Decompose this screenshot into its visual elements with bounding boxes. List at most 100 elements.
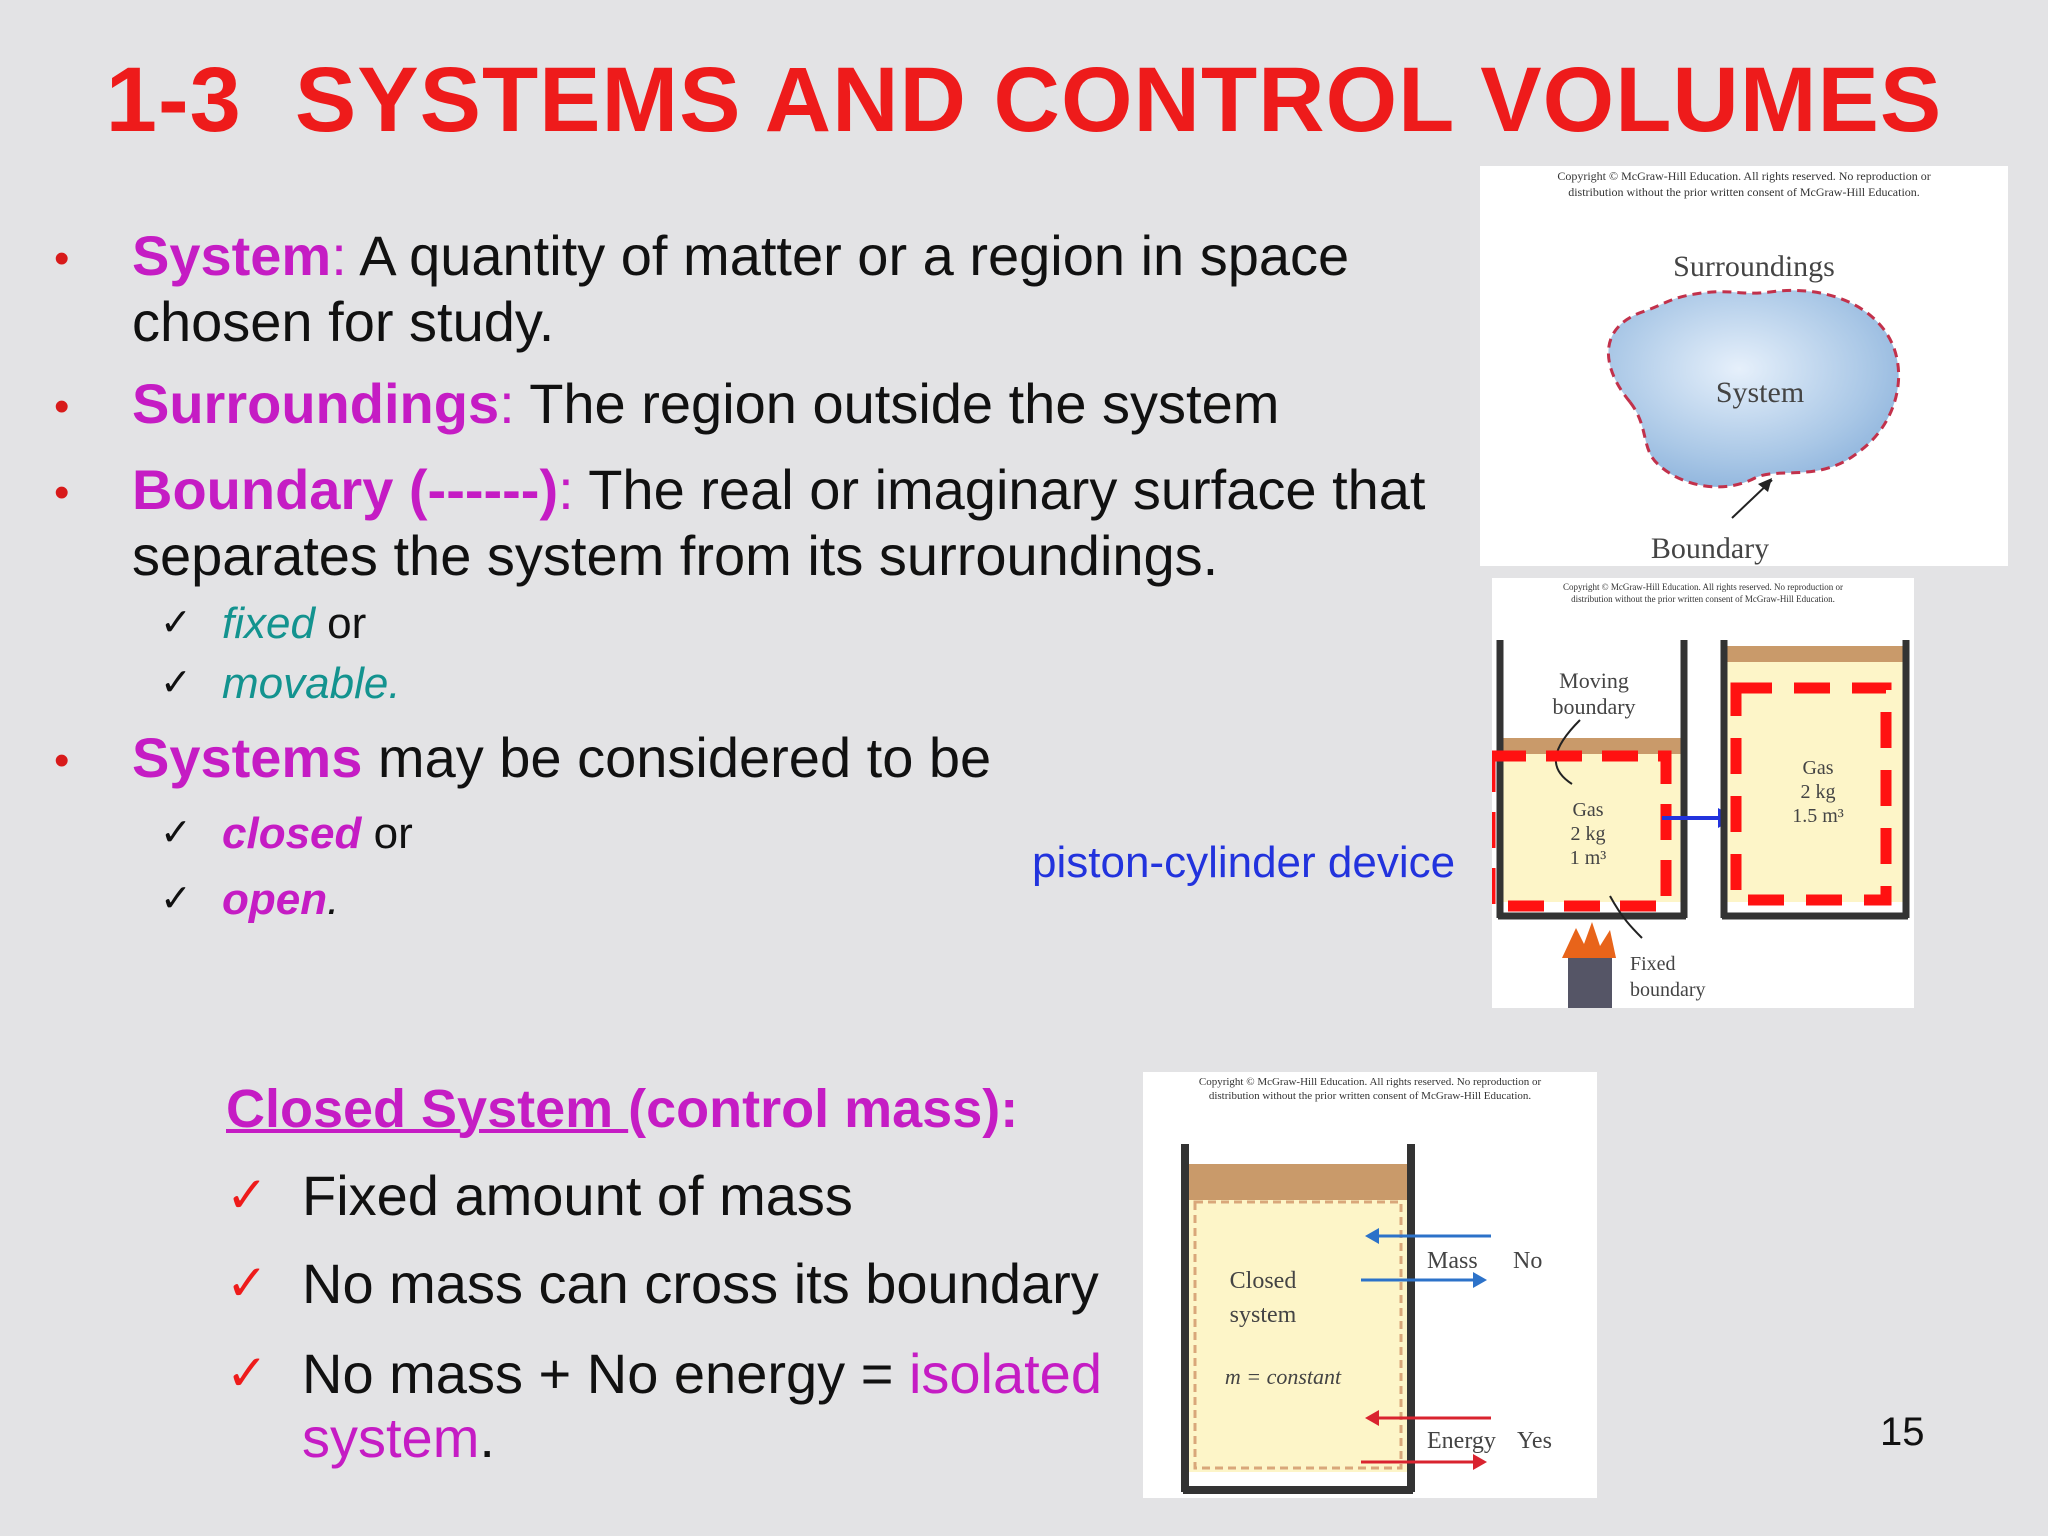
arrowhead-icon bbox=[1365, 1228, 1379, 1244]
checkmark-icon: ✓ bbox=[160, 878, 192, 920]
word-fixed: fixed bbox=[222, 599, 315, 648]
gas-volume: 1 m³ bbox=[1570, 847, 1607, 869]
closed-system-heading-rest: (control mass): bbox=[628, 1079, 1019, 1139]
checkmark-icon: ✓ bbox=[226, 1167, 268, 1223]
boundary-label: Boundary bbox=[1651, 532, 1769, 565]
word-open: open bbox=[222, 875, 328, 924]
gas-mass: 2 kg bbox=[1801, 781, 1836, 803]
moving-boundary-label: boundary bbox=[1552, 694, 1635, 719]
figure-piston-cylinder: Copyright © McGraw-Hill Education. All r… bbox=[1484, 578, 1914, 1008]
checkmark-icon: ✓ bbox=[160, 602, 192, 644]
copyright-line: Copyright © McGraw-Hill Education. All r… bbox=[1557, 169, 1930, 183]
arrowhead-icon bbox=[1473, 1272, 1487, 1288]
definition-surroundings: The region outside the system bbox=[514, 372, 1280, 435]
copyright-line: Copyright © McGraw-Hill Education. All r… bbox=[1199, 1076, 1542, 1088]
period: . bbox=[388, 659, 401, 708]
page-number: 15 bbox=[1880, 1410, 1925, 1454]
bullet-systems: Systems may be considered to be bbox=[132, 725, 991, 791]
mass-constant-label: m = constant bbox=[1225, 1364, 1342, 1389]
fixed-boundary-pointer bbox=[1609, 895, 1643, 939]
burner-icon bbox=[1568, 958, 1612, 1008]
closed-item-no-mass-cross: No mass can cross its boundary bbox=[302, 1252, 1099, 1315]
colon: : bbox=[558, 458, 574, 521]
term-surroundings: Surroundings bbox=[132, 372, 500, 435]
definition-boundary-cont: separates the system from its surroundin… bbox=[132, 524, 1219, 587]
energy-label: Energy bbox=[1427, 1428, 1496, 1454]
system-blob bbox=[1607, 288, 1901, 489]
systems-text: may be considered to be bbox=[362, 726, 992, 789]
checkmark-icon: ✓ bbox=[226, 1255, 268, 1311]
piston-cylinder-label: piston-cylinder device bbox=[1032, 838, 1456, 887]
word-or: or bbox=[314, 599, 367, 648]
system-label: System bbox=[1716, 376, 1804, 409]
isolated-pre: No mass + No energy = bbox=[302, 1342, 909, 1405]
surroundings-label: Surroundings bbox=[1673, 250, 1835, 283]
closed-piston bbox=[1187, 1164, 1409, 1200]
closed-item-fixed-mass: Fixed amount of mass bbox=[302, 1164, 853, 1227]
gas-label: Gas bbox=[1802, 757, 1833, 779]
bullet-system: System: A quantity of matter or a region… bbox=[132, 223, 1349, 355]
term-system: System bbox=[132, 224, 332, 287]
sub-item-closed: closed or bbox=[222, 808, 413, 860]
closed-system-heading-underlined: Closed System bbox=[226, 1079, 629, 1139]
definition-system-cont: chosen for study. bbox=[132, 290, 555, 353]
gas-label: Gas bbox=[1572, 799, 1603, 821]
colon: : bbox=[331, 224, 347, 287]
system-diagram: Copyright © McGraw-Hill Education. All r… bbox=[1557, 169, 1930, 565]
energy-yes-label: Yes bbox=[1517, 1428, 1552, 1454]
copyright-line: distribution without the prior written c… bbox=[1568, 185, 1920, 199]
copyright-line: distribution without the prior written c… bbox=[1209, 1090, 1532, 1102]
sub-item-fixed: fixed or bbox=[222, 598, 366, 650]
piston-left bbox=[1502, 738, 1682, 754]
system-word: system bbox=[302, 1406, 480, 1469]
mass-label: Mass bbox=[1427, 1248, 1478, 1274]
slide-title: 1-3 SYSTEMS AND CONTROL VOLUMES bbox=[105, 49, 1943, 151]
checkmark-icon: ✓ bbox=[160, 662, 192, 704]
bullet-dot: • bbox=[54, 382, 70, 431]
colon: : bbox=[499, 372, 515, 435]
definition-boundary: The real or imaginary surface that bbox=[573, 458, 1426, 521]
bullet-dot: • bbox=[54, 736, 70, 785]
closed-gas-region bbox=[1187, 1200, 1409, 1472]
red-dashed-boundary-right bbox=[1730, 682, 1892, 906]
arrowhead-icon bbox=[1365, 1410, 1379, 1426]
term-boundary: Boundary (------) bbox=[132, 458, 559, 521]
fixed-boundary-label: boundary bbox=[1630, 979, 1706, 1001]
closed-system-diagram: Copyright © McGraw-Hill Education. All r… bbox=[1181, 1076, 1552, 1494]
flame-icon bbox=[1562, 922, 1616, 958]
period: . bbox=[479, 1406, 495, 1469]
closed-item-isolated: No mass + No energy = isolated system. bbox=[302, 1342, 1102, 1470]
word-closed: closed bbox=[222, 809, 362, 858]
word-or: or bbox=[361, 809, 413, 858]
fixed-boundary-label: Fixed bbox=[1630, 953, 1676, 975]
system-label: system bbox=[1230, 1302, 1297, 1328]
closed-system-heading: Closed System (control mass): bbox=[226, 1078, 1018, 1140]
gas-mass: 2 kg bbox=[1571, 823, 1606, 845]
period: . bbox=[327, 875, 340, 924]
gas-region-right bbox=[1726, 660, 1904, 902]
gas-volume: 1.5 m³ bbox=[1792, 805, 1844, 827]
arrowhead-icon bbox=[1473, 1454, 1487, 1470]
arrowhead-icon bbox=[1758, 478, 1772, 492]
closed-dashed-boundary bbox=[1193, 1200, 1403, 1470]
bullet-dot: • bbox=[54, 234, 70, 283]
definition-system: A quantity of matter or a region in spac… bbox=[346, 224, 1350, 287]
word-movable: movable bbox=[222, 659, 389, 708]
closed-label: Closed bbox=[1230, 1268, 1297, 1294]
isolated-word: isolated bbox=[908, 1342, 1102, 1405]
bullet-surroundings: Surroundings: The region outside the sys… bbox=[132, 371, 1279, 437]
figure-system-surroundings: Copyright © McGraw-Hill Education. All r… bbox=[1480, 166, 2008, 566]
sub-item-open: open. bbox=[222, 874, 339, 926]
piston-diagram: Copyright © McGraw-Hill Education. All r… bbox=[1484, 582, 1910, 1008]
term-systems: Systems bbox=[132, 726, 363, 789]
gas-region-left bbox=[1502, 752, 1682, 902]
bullet-dot: • bbox=[54, 468, 70, 517]
checkmark-icon: ✓ bbox=[226, 1345, 268, 1401]
moving-boundary-label: Moving bbox=[1559, 668, 1629, 693]
mass-no-label: No bbox=[1513, 1248, 1542, 1274]
bullet-boundary: Boundary (------): The real or imaginary… bbox=[132, 457, 1425, 589]
copyright-line: distribution without the prior written c… bbox=[1571, 594, 1835, 604]
sub-item-movable: movable. bbox=[222, 658, 401, 710]
checkmark-icon: ✓ bbox=[160, 812, 192, 854]
copyright-line: Copyright © McGraw-Hill Education. All r… bbox=[1563, 582, 1843, 592]
